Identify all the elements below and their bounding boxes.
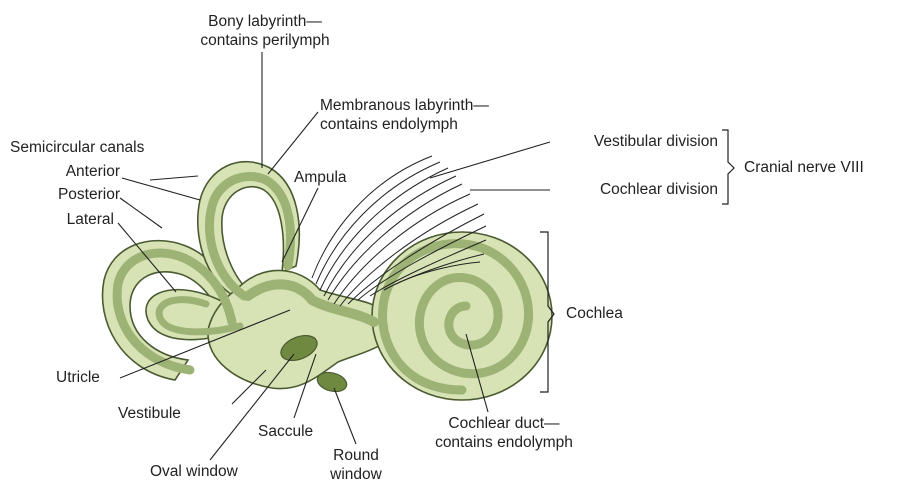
label-membranous-line2: contains endolymph xyxy=(320,115,489,134)
label-ampula: Ampula xyxy=(294,168,347,187)
label-vestibular-division: Vestibular division xyxy=(540,132,718,151)
leader-vestibular-division xyxy=(430,142,550,178)
label-round-window: Round window xyxy=(326,446,386,484)
cranial-nerve-bracket xyxy=(722,130,734,204)
label-bony-labyrinth-line2: contains perilymph xyxy=(190,31,340,50)
label-oval-window: Oval window xyxy=(150,462,238,481)
label-anterior: Anterior xyxy=(20,162,120,181)
label-cochlear-duct-line2: contains endolymph xyxy=(416,433,592,452)
leader-membranous-labyrinth xyxy=(268,112,318,174)
label-membranous-labyrinth: Membranous labyrinth— contains endolymph xyxy=(320,96,489,134)
label-vestibule: Vestibule xyxy=(118,404,181,423)
leader-anterior xyxy=(122,178,200,200)
label-cochlear-duct: Cochlear duct— contains endolymph xyxy=(416,414,592,452)
leader-posterior xyxy=(120,198,162,228)
label-posterior: Posterior xyxy=(20,185,120,204)
label-cochlear-division: Cochlear division xyxy=(540,180,718,199)
label-saccule: Saccule xyxy=(258,422,313,441)
brackets xyxy=(540,130,734,392)
label-cranial-nerve: Cranial nerve VIII xyxy=(744,158,864,177)
label-cochlear-duct-line1: Cochlear duct— xyxy=(416,414,592,433)
leader-anterior-line-a xyxy=(150,176,198,180)
label-round-window-line1: Round xyxy=(326,446,386,465)
label-bony-labyrinth-line1: Bony labyrinth— xyxy=(190,12,340,31)
label-bony-labyrinth: Bony labyrinth— contains perilymph xyxy=(190,12,340,50)
label-membranous-line1: Membranous labyrinth— xyxy=(320,96,489,115)
label-cochlea: Cochlea xyxy=(566,304,623,323)
label-lateral: Lateral xyxy=(20,210,114,229)
label-utricle: Utricle xyxy=(56,368,100,387)
label-round-window-line2: window xyxy=(326,465,386,484)
leader-round-window xyxy=(334,388,356,444)
label-semicircular-canals: Semicircular canals xyxy=(10,138,144,157)
